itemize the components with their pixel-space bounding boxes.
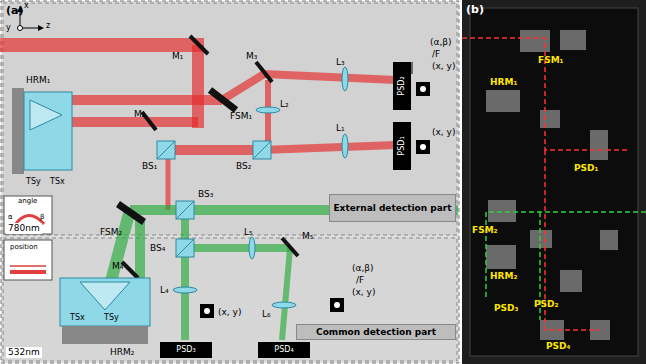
- component-label: FSM₁: [230, 112, 252, 121]
- component-label: z: [46, 22, 50, 30]
- component-label: TSy: [26, 178, 41, 186]
- component-label: M₄: [112, 262, 123, 271]
- component-label: y: [6, 24, 11, 32]
- component-label: BS₄: [150, 244, 165, 253]
- component-label: α: [8, 214, 13, 221]
- component-label: M₃: [246, 52, 257, 61]
- component-label: (x, y): [432, 128, 455, 137]
- component-label: TSy: [104, 314, 119, 322]
- component-label: β: [40, 214, 44, 221]
- component-label: M₅: [302, 232, 313, 241]
- component-label: L₄: [160, 286, 169, 295]
- component-label: L₁: [336, 124, 345, 133]
- component-label: FSM₂: [100, 228, 122, 237]
- component-label: BS₃: [198, 190, 213, 199]
- component-label: angle: [18, 198, 37, 205]
- node-text: PSD₂: [398, 76, 406, 95]
- component-label: TSx: [70, 314, 85, 322]
- component-label: HRM₁: [26, 76, 50, 85]
- component-label: PSD₄: [546, 342, 571, 351]
- component-label: 532nm: [6, 347, 42, 358]
- component-label: BS₁: [142, 162, 157, 171]
- component-label: FSM₂: [472, 226, 498, 235]
- component-label: M₁: [172, 52, 183, 61]
- node-text: PSD₁: [398, 136, 406, 155]
- component-label: L₂: [280, 100, 289, 109]
- component-label: position: [10, 244, 38, 251]
- component-label: (x, y): [432, 62, 455, 71]
- node-text: PSD₄: [274, 346, 293, 354]
- component-label: L₆: [262, 310, 271, 319]
- node-text: PSD₃: [176, 346, 195, 354]
- node-text: External detection part: [333, 204, 451, 213]
- node-text: Common detection part: [316, 328, 436, 337]
- component-label: FSM₁: [538, 56, 564, 65]
- component-label: BS₂: [236, 162, 251, 171]
- component-label: (a): [6, 5, 23, 16]
- component-label: M₂: [134, 110, 145, 119]
- component-label: L₃: [336, 58, 345, 67]
- component-label: x: [24, 2, 29, 10]
- component-label: /F: [356, 276, 364, 285]
- component-label: L₅: [244, 228, 253, 237]
- detector-box: PSD₁: [393, 122, 411, 170]
- component-label: 780nm: [6, 223, 42, 234]
- component-label: HRM₁: [490, 78, 517, 87]
- component-label: (α,β): [352, 264, 374, 273]
- detector-box: PSD₃: [160, 342, 212, 358]
- component-label: (x, y): [352, 288, 375, 297]
- component-label: (b): [466, 4, 484, 15]
- component-label: (α,β): [430, 38, 452, 47]
- detector-box: PSD₄: [258, 342, 310, 358]
- component-label: HRM₂: [490, 272, 517, 281]
- region-band: Common detection part: [296, 324, 456, 340]
- component-label: (x, y): [218, 308, 241, 317]
- region-band: External detection part: [329, 194, 456, 222]
- component-label: TSx: [50, 178, 65, 186]
- component-label: PSD₁: [574, 164, 599, 173]
- component-label: HRM₂: [110, 348, 134, 357]
- detector-box: PSD₂: [393, 62, 411, 110]
- component-label: PSD₃: [494, 304, 519, 313]
- component-label: PSD₂: [534, 300, 559, 309]
- component-label: /F: [432, 50, 440, 59]
